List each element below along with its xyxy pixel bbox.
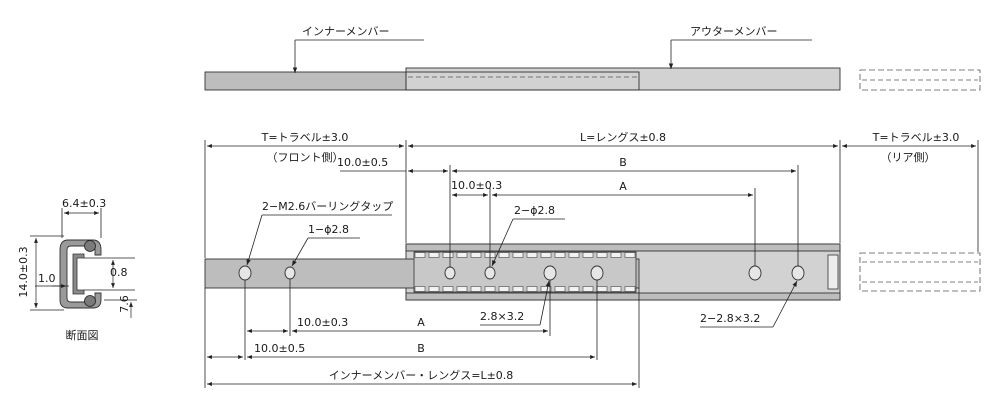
inner-overlap-top (405, 71, 640, 91)
section-0-8-label: 0.8 (110, 266, 128, 279)
retainer-ball (456, 252, 468, 258)
outer-profile (59, 239, 102, 309)
retainer-ball (442, 286, 454, 292)
cross-section: 6.4±0.3 14.0±0.3 1.0 0.8 7.6 断面図 (17, 197, 137, 342)
front-side-label: （フロント側） (267, 151, 344, 164)
travel-front-label: T=トラベル±3.0 (261, 131, 349, 144)
retainer-ball (568, 252, 580, 258)
lower-dimensions: 10.0±0.3 A 10.0±0.5 B インナーメンバー・レングス=L±0.… (204, 279, 798, 388)
retainer-ball (526, 252, 538, 258)
outer-member-label: アウターメンバー (690, 25, 778, 38)
section-caption: 断面図 (66, 328, 99, 342)
inner-profile (72, 253, 85, 295)
section-7-6-label: 7.6 (118, 295, 131, 313)
retainer-ball (442, 252, 454, 258)
outer-hole-label: 2−ϕ2.8 (514, 204, 555, 217)
outer-hole-1 (444, 266, 456, 280)
retainer-ball (596, 286, 608, 292)
retainer-ball (610, 286, 622, 292)
inner-member-label: インナーメンバー (302, 25, 390, 38)
outer-member-top (405, 67, 841, 91)
retainer-ball (498, 252, 510, 258)
outer-b-label: B (619, 156, 627, 169)
outer-10-0-3-label: 10.0±0.3 (451, 179, 502, 192)
inner-member-rear-side (859, 252, 981, 292)
retainer-ball (428, 252, 440, 258)
slot-1-label: 2.8×3.2 (480, 310, 524, 323)
retainer-ball (414, 252, 426, 258)
inner-10-0-5-label: 10.0±0.5 (254, 342, 305, 355)
inner-10-0-3-label: 10.0±0.3 (297, 316, 348, 329)
retainer-ball (568, 286, 580, 292)
side-view (204, 243, 981, 301)
travel-rear-label: T=トラベル±3.0 (872, 131, 960, 144)
slot-2-label: 2−2.8×3.2 (700, 312, 760, 325)
section-width-label: 6.4±0.3 (62, 197, 106, 210)
ball-upper (84, 240, 96, 252)
retainer-ball (610, 252, 622, 258)
rear-side-label: （リア側） (881, 151, 936, 164)
retainer-ball (512, 286, 524, 292)
inner-b-label: B (417, 342, 425, 355)
retainer-ball (456, 286, 468, 292)
retainer-ball (554, 252, 566, 258)
retainer-ball (624, 252, 636, 258)
top-view: インナーメンバー アウターメンバー (204, 25, 981, 91)
outer-a-label: A (619, 180, 627, 193)
outer-slot-1 (748, 265, 762, 281)
retainer-ball (428, 286, 440, 292)
inner-a-label: A (417, 316, 425, 329)
outer-10-0-5-label: 10.0±0.5 (337, 156, 388, 169)
ball-lower (84, 295, 96, 307)
retainer-ball (470, 252, 482, 258)
section-height-label: 14.0±0.3 (17, 246, 30, 297)
retainer-ball (526, 286, 538, 292)
stopper (827, 254, 839, 290)
ball-row (414, 252, 636, 292)
retainer-ball (512, 252, 524, 258)
retainer-ball (540, 252, 552, 258)
tap-hole (238, 265, 252, 281)
outer-hole-2 (484, 266, 496, 280)
retainer-ball (414, 286, 426, 292)
inner-hole-label: 1−ϕ2.8 (308, 223, 349, 236)
inner-length-label: インナーメンバー・レングス=L±0.8 (329, 368, 514, 382)
retainer-ball (582, 252, 594, 258)
upper-dimensions: T=トラベル±3.0 （フロント側） L=レングス±0.8 T=トラベル±3.0… (204, 130, 979, 267)
inner-hole (284, 266, 296, 280)
inner-slot-2 (590, 265, 604, 281)
length-label: L=レングス±0.8 (580, 130, 666, 144)
retainer-ball (582, 286, 594, 292)
outer-slot-2 (791, 265, 805, 281)
retainer-ball (498, 286, 510, 292)
tap-label: 2−M2.6バーリングタップ (262, 199, 393, 213)
section-1-0-label: 1.0 (38, 272, 56, 285)
inner-slot-1 (543, 265, 557, 281)
retainer-ball (596, 252, 608, 258)
retainer-ball (470, 286, 482, 292)
retainer-ball (554, 286, 566, 292)
retainer-ball (484, 286, 496, 292)
retainer-ball (540, 286, 552, 292)
retainer-ball (624, 286, 636, 292)
